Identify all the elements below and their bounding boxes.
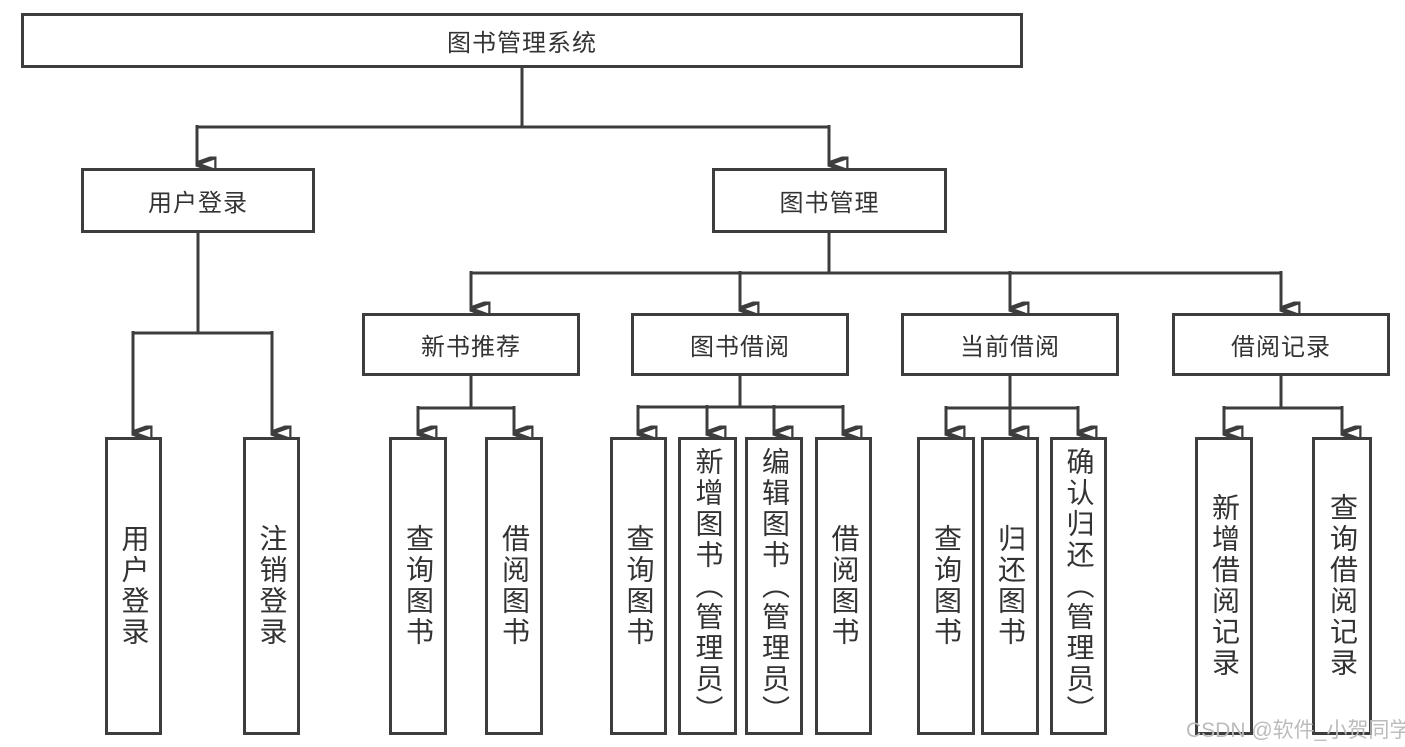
leaf-query-borrow-record: 查询借阅记录 bbox=[1312, 437, 1372, 735]
leaf-add-book-admin: 新增图书（管理员） bbox=[678, 437, 737, 735]
node-root-label: 图书管理系统 bbox=[447, 30, 597, 57]
node-user-login: 用户登录 bbox=[81, 168, 315, 233]
leaf-edit-book-admin-label: 编辑图书（管理员） bbox=[759, 446, 790, 726]
leaf-confirm-return-admin-label: 确认归还（管理员） bbox=[1063, 446, 1095, 726]
leaf-edit-book-admin: 编辑图书（管理员） bbox=[745, 437, 803, 735]
node-book-mgmt: 图书管理 bbox=[712, 168, 947, 233]
leaf-add-borrow-record: 新增借阅记录 bbox=[1195, 437, 1253, 735]
leaf-query-book-3: 查询图书 bbox=[917, 437, 975, 735]
leaf-query-book-2: 查询图书 bbox=[610, 437, 667, 735]
node-book-borrow: 图书借阅 bbox=[631, 313, 849, 376]
leaf-logout-label: 注销登录 bbox=[256, 524, 288, 648]
leaf-user-login: 用户登录 bbox=[105, 437, 162, 735]
node-new-book-rec: 新书推荐 bbox=[362, 313, 580, 376]
leaf-query-book-1-label: 查询图书 bbox=[403, 524, 434, 648]
leaf-user-login-label: 用户登录 bbox=[118, 524, 150, 648]
node-borrow-records: 借阅记录 bbox=[1172, 313, 1390, 376]
leaf-return-book: 归还图书 bbox=[981, 437, 1039, 735]
node-new-book-rec-label: 新书推荐 bbox=[421, 334, 521, 361]
leaf-logout: 注销登录 bbox=[243, 437, 300, 735]
leaf-query-book-3-label: 查询图书 bbox=[931, 524, 962, 648]
watermark: CSDN @软件_小贺同学 bbox=[1186, 719, 1405, 742]
leaf-query-book-2-label: 查询图书 bbox=[623, 524, 655, 648]
node-book-mgmt-label: 图书管理 bbox=[779, 190, 880, 217]
leaf-borrow-book-2-label: 借阅图书 bbox=[828, 524, 860, 648]
node-current-borrow: 当前借阅 bbox=[901, 313, 1119, 376]
leaf-confirm-return-admin: 确认归还（管理员） bbox=[1050, 437, 1107, 735]
node-current-borrow-label: 当前借阅 bbox=[960, 334, 1060, 361]
leaf-borrow-book-1-label: 借阅图书 bbox=[499, 524, 530, 648]
leaf-query-borrow-record-label: 查询借阅记录 bbox=[1327, 493, 1358, 679]
node-borrow-records-label: 借阅记录 bbox=[1231, 334, 1331, 361]
node-root: 图书管理系统 bbox=[21, 13, 1023, 68]
leaf-return-book-label: 归还图书 bbox=[995, 524, 1026, 648]
leaf-borrow-book-2: 借阅图书 bbox=[815, 437, 872, 735]
leaf-add-borrow-record-label: 新增借阅记录 bbox=[1209, 493, 1240, 679]
leaf-query-book-1: 查询图书 bbox=[389, 437, 447, 735]
leaf-borrow-book-1: 借阅图书 bbox=[485, 437, 543, 735]
node-user-login-label: 用户登录 bbox=[148, 190, 248, 217]
leaf-add-book-admin-label: 新增图书（管理员） bbox=[692, 446, 724, 726]
node-book-borrow-label: 图书借阅 bbox=[690, 334, 790, 361]
